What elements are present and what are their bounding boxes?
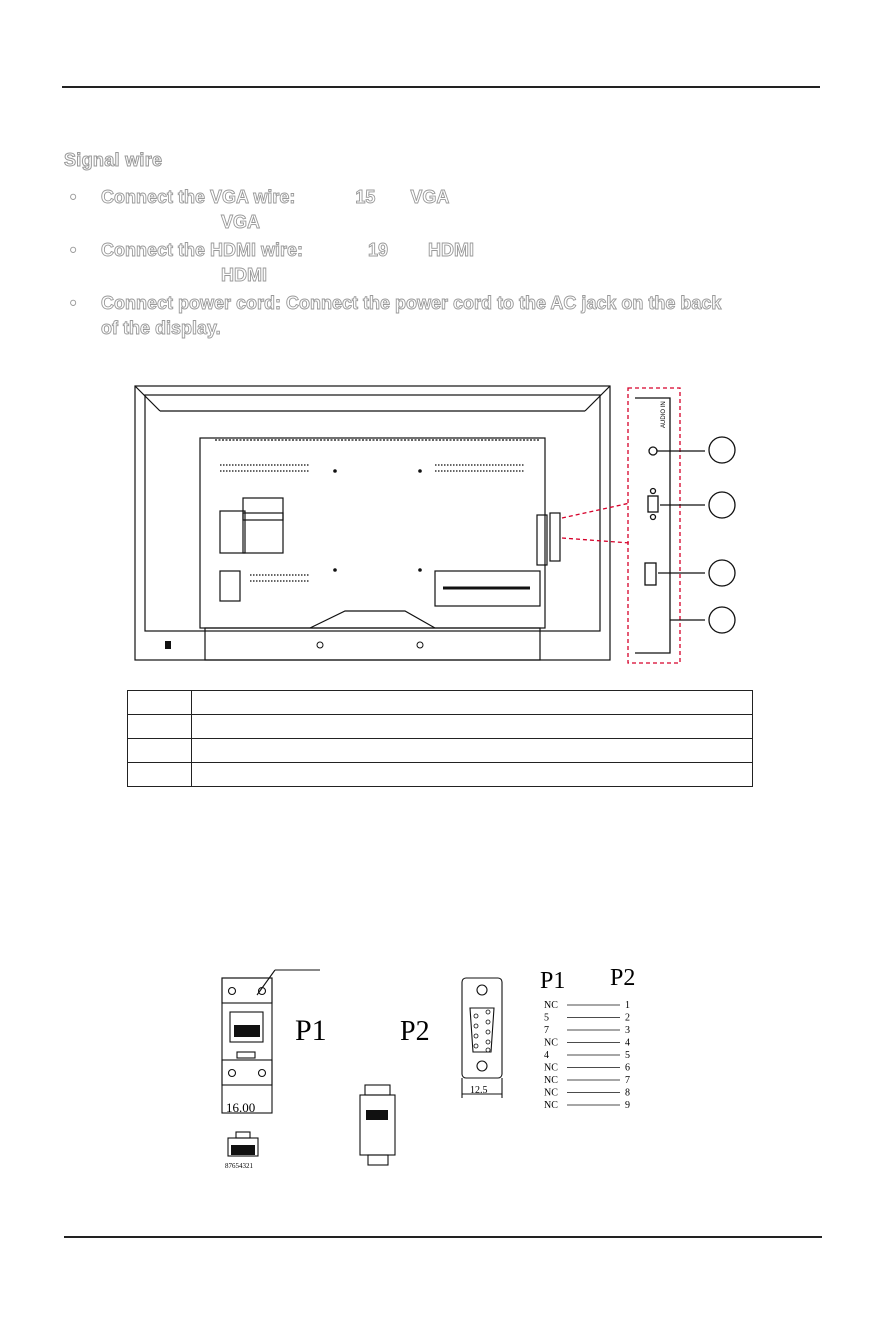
vga-port	[647, 495, 659, 513]
dim-right: 12.5	[470, 1085, 488, 1096]
audio-jack	[648, 446, 658, 456]
pinmap-p2-pin: 2	[625, 1013, 630, 1024]
pinmap-p2-header: P2	[610, 965, 635, 991]
bullet-dot: •	[70, 240, 77, 261]
table-row	[127, 690, 753, 715]
power-jack	[219, 570, 241, 602]
bullet-vga-text: Connect the VGA wire: 15 VGA	[101, 187, 450, 208]
p1-label: P1	[295, 1014, 327, 1047]
p2-label: P2	[400, 1016, 430, 1047]
db9-connector	[461, 977, 503, 1079]
table-row	[127, 762, 753, 787]
side-panel	[635, 397, 671, 654]
pinmap-p1-pin: NC	[544, 1063, 558, 1074]
pinmap-p1-pin: NC	[544, 1075, 558, 1086]
rear-panel	[199, 437, 546, 629]
bullet-vga-text2: VGA	[101, 212, 261, 233]
pinmap-p2-pin: 4	[625, 1038, 630, 1049]
pinmap-p2-pin: 9	[625, 1100, 630, 1111]
pinmap-p1-pin: 5	[544, 1013, 549, 1024]
bullet-list: • Connect the VGA wire: 15 VGA VGA • Con…	[70, 185, 830, 344]
pinmap-p1-pin: NC	[544, 1000, 558, 1011]
port-table	[127, 690, 753, 787]
bullet-power-text: Connect power cord: Connect the power co…	[101, 293, 722, 314]
pinmap-p2-pin: 3	[625, 1025, 630, 1036]
callout-circle-3	[708, 559, 736, 587]
pinmap-p1-pin: 4	[544, 1050, 549, 1061]
callout-circle-1	[708, 436, 736, 464]
db9-adapter	[359, 1094, 396, 1156]
bullet-hdmi-text: Connect the HDMI wire: 19 HDMI	[101, 240, 475, 261]
bullet-power-text2: of the display.	[101, 318, 222, 339]
pinmap-p2-pin: 5	[625, 1050, 630, 1061]
pinmap-p2-pin: 7	[625, 1075, 630, 1086]
pinmap-p2-pin: 1	[625, 1000, 630, 1011]
dim-left: 16.00	[226, 1100, 255, 1115]
hdmi-port	[644, 562, 657, 586]
bullet-dot: •	[70, 293, 77, 314]
callout-circle-4	[708, 606, 736, 634]
pinmap-p2-pin: 6	[625, 1063, 630, 1074]
section-title: Signal wire	[63, 150, 163, 171]
table-row	[127, 738, 753, 763]
display-rear-diagram: AUDIO IN	[134, 385, 736, 664]
callout-circle-2	[708, 491, 736, 519]
rj-pin-numbers: 87654321	[225, 1162, 254, 1170]
display-outline	[134, 385, 611, 661]
pinmap-p1-pin: NC	[544, 1038, 558, 1049]
pinmap-p2-pin: 8	[625, 1088, 630, 1099]
audio-in-label: AUDIO IN	[661, 401, 667, 428]
pinmap-p1-header: P1	[540, 968, 565, 994]
bullet-vga: • Connect the VGA wire: 15 VGA VGA	[70, 185, 830, 235]
bullet-hdmi: • Connect the HDMI wire: 19 HDMI HDMI	[70, 238, 830, 288]
callout-box	[627, 387, 681, 664]
rj45-plug-front	[221, 977, 273, 1114]
bottom-rule	[64, 1236, 822, 1238]
pinmap-p1-pin: NC	[544, 1088, 558, 1099]
pinmap-p1-pin: 7	[544, 1025, 549, 1036]
bullet-power: • Connect power cord: Connect the power …	[70, 291, 830, 341]
table-row	[127, 714, 753, 739]
bullet-dot: •	[70, 187, 77, 208]
pinmap-p1-pin: NC	[544, 1100, 558, 1111]
bullet-hdmi-text2: HDMI	[101, 265, 268, 286]
top-rule	[62, 86, 820, 88]
